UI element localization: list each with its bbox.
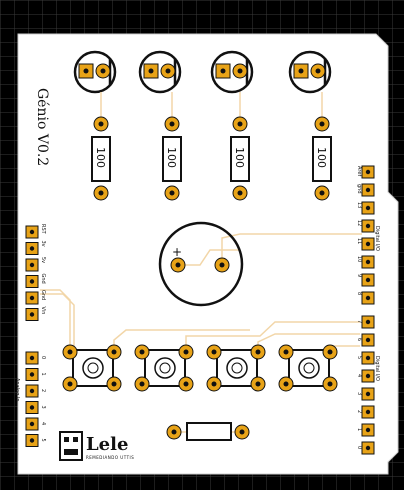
digital-header-top: Aref gnd 13 12 11 10 9 8 Digital I/O <box>356 165 380 305</box>
pin-label: RST <box>40 224 46 235</box>
pin-label: 7 <box>356 320 362 323</box>
logo-text: Lele <box>86 434 128 455</box>
resistor-label: 100 <box>165 147 178 168</box>
board-title: Génio V0.2 <box>34 88 50 166</box>
pin-label: 9 <box>356 274 362 277</box>
buzzer-polarity: + <box>172 245 182 259</box>
pin-label: 2 <box>40 389 46 392</box>
pin-label: Aref <box>356 166 362 176</box>
logo-subtitle: REMEDIANDO UTTIS <box>86 455 134 460</box>
resistor-label: 100 <box>315 147 328 168</box>
led-4 <box>288 50 332 94</box>
pin-label: 3v <box>40 241 46 247</box>
pin-label: 5 <box>356 356 362 359</box>
lele-logo: Lele REMEDIANDO UTTIS <box>59 431 134 461</box>
pin-label: 5 <box>40 439 46 442</box>
pin-label: 0 <box>40 356 46 359</box>
buzzer: + <box>158 221 244 307</box>
led-row <box>73 50 332 94</box>
led-2 <box>138 50 182 94</box>
digital-header-bottom-title: Digital I/O <box>374 356 380 381</box>
push-button-3 <box>206 344 266 392</box>
pin-label: 13 <box>356 202 362 208</box>
pin-label: 11 <box>356 238 362 244</box>
pin-label: 4 <box>356 374 362 377</box>
digital-header-top-title: Digital I/O <box>374 226 380 251</box>
digital-header-bottom: 7 6 5 4 3 2 1 0 Digital I/O <box>356 315 380 455</box>
push-button-4 <box>278 344 338 392</box>
pin-label: Gnd <box>40 290 46 300</box>
pin-label: 10 <box>356 256 362 262</box>
resistor-4: 100 <box>312 116 332 201</box>
pin-label: gnd <box>356 184 362 194</box>
pin-label: 2 <box>356 410 362 413</box>
push-button-1 <box>62 344 122 392</box>
resistor-label: 100 <box>233 147 246 168</box>
pin-label: Gnd <box>40 274 46 284</box>
pin-label: Vin <box>40 307 46 315</box>
analog-header-title: Analog In <box>14 378 20 402</box>
pin-label: 3 <box>40 406 46 409</box>
pin-label: 0 <box>356 446 362 449</box>
analog-header: 0 1 2 3 4 5 Analog In <box>14 351 46 447</box>
push-button-2 <box>134 344 194 392</box>
resistor-2: 100 <box>162 116 182 201</box>
pin-label: 6 <box>356 338 362 341</box>
pin-label: 1 <box>40 373 46 376</box>
resistor-label: 100 <box>94 147 107 168</box>
led-3 <box>210 50 254 94</box>
pin-label: 4 <box>40 422 46 425</box>
resistor-3: 100 <box>230 116 250 201</box>
bottom-component <box>166 422 250 441</box>
pin-label: 5v <box>40 257 46 263</box>
pin-label: 1 <box>356 428 362 431</box>
pin-label: 3 <box>356 392 362 395</box>
pin-label: 8 <box>356 292 362 295</box>
resistor-1: 100 <box>91 116 111 201</box>
pin-label: 12 <box>356 220 362 226</box>
led-1 <box>73 50 117 94</box>
led-traces <box>100 92 323 118</box>
